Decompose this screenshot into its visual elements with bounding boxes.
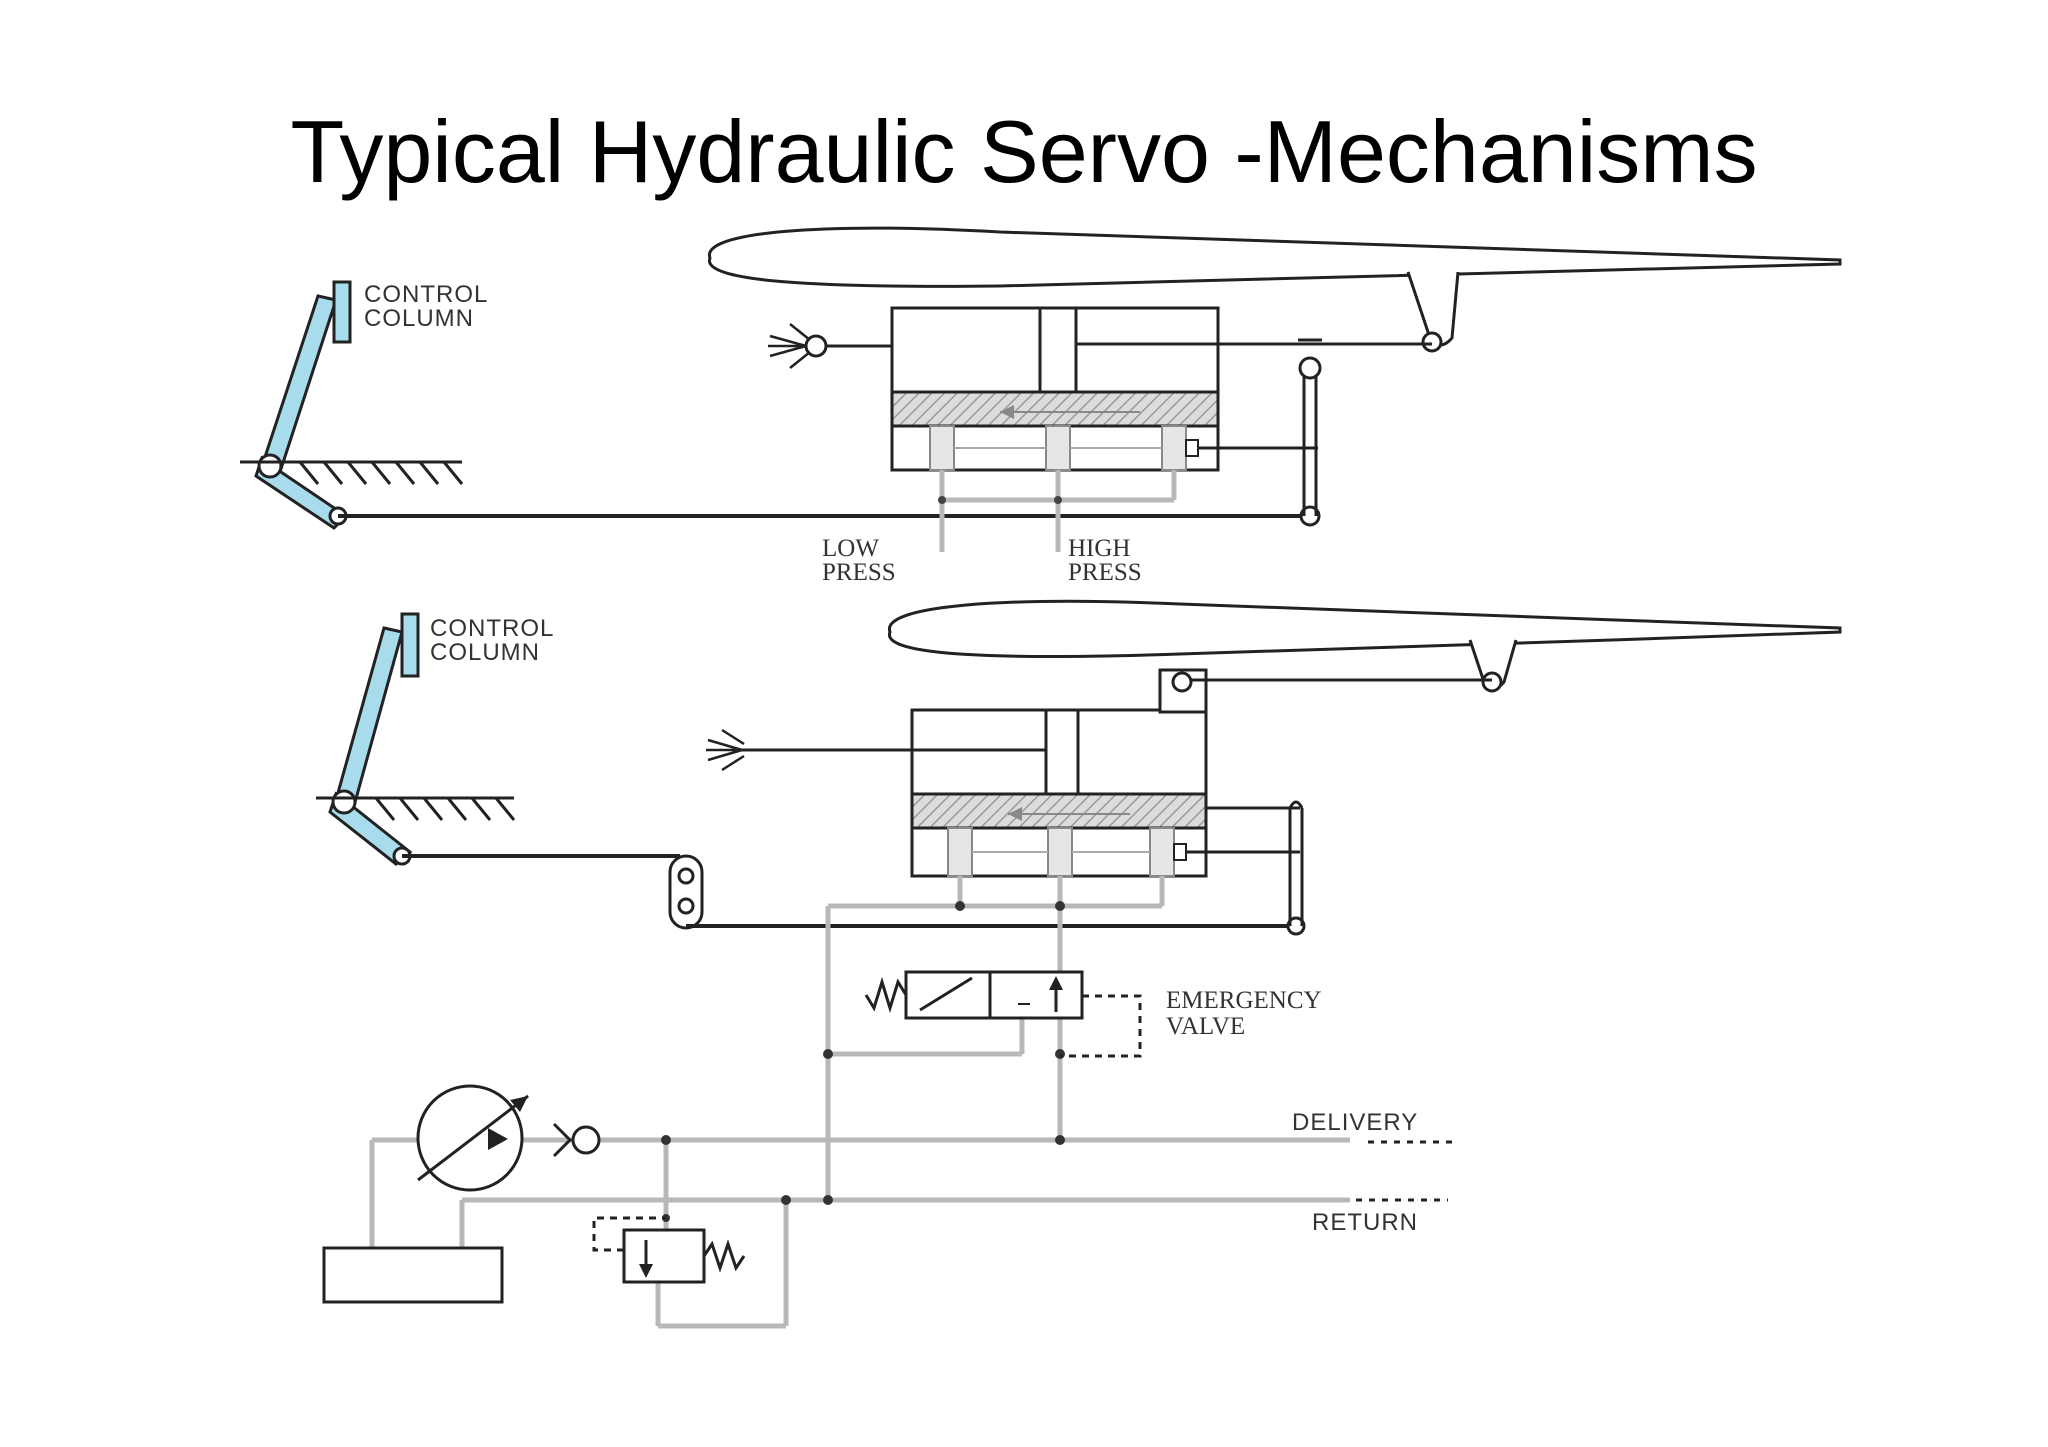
top-servo-diagram: CONTROL COLUMN LOW PRESS HIGH PRESS <box>240 226 1842 586</box>
bottom-servo-valve <box>910 792 1208 832</box>
bottom-actuator-piston <box>1044 708 1080 798</box>
relief-valve-symbol <box>592 1216 746 1284</box>
bottom-control-column-label-1: CONTROL <box>430 615 554 642</box>
check-valve-symbol <box>552 1122 601 1158</box>
top-control-column-lever <box>260 294 338 474</box>
bottom-control-column-grip <box>400 612 420 678</box>
emergency-valve-symbol <box>864 970 1142 1058</box>
delivery-label: DELIVERY <box>1292 1109 1418 1136</box>
bottom-control-column-label-2: COLUMN <box>430 639 540 666</box>
pump-symbol <box>416 1084 529 1192</box>
slide-title: Typical Hydraulic Servo -Mechanisms <box>290 102 1758 201</box>
reservoir <box>322 1246 504 1304</box>
top-control-column-label-1: CONTROL <box>364 281 488 308</box>
bottom-aerofoil <box>888 599 1842 658</box>
top-control-column-grip <box>332 280 352 344</box>
top-control-column-label-2: COLUMN <box>364 305 474 332</box>
high-press-label-1: HIGH <box>1068 535 1131 562</box>
emergency-spring-capsule <box>668 854 704 930</box>
top-actuator-piston <box>1038 306 1078 396</box>
high-press-label-2: PRESS <box>1068 559 1142 586</box>
top-aerofoil <box>708 226 1842 288</box>
low-press-label-1: LOW <box>822 535 879 562</box>
emergency-valve-label-1: EMERGENCY <box>1166 987 1322 1014</box>
bottom-servo-diagram: CONTROL COLUMN EMERGENCY VALVE DELIVERY … <box>316 599 1842 1329</box>
return-label: RETURN <box>1312 1209 1418 1236</box>
top-servo-valve <box>890 390 1220 430</box>
low-press-label-2: PRESS <box>822 559 896 586</box>
emergency-valve-label-2: VALVE <box>1166 1013 1245 1040</box>
bottom-control-column-lever <box>334 626 404 808</box>
